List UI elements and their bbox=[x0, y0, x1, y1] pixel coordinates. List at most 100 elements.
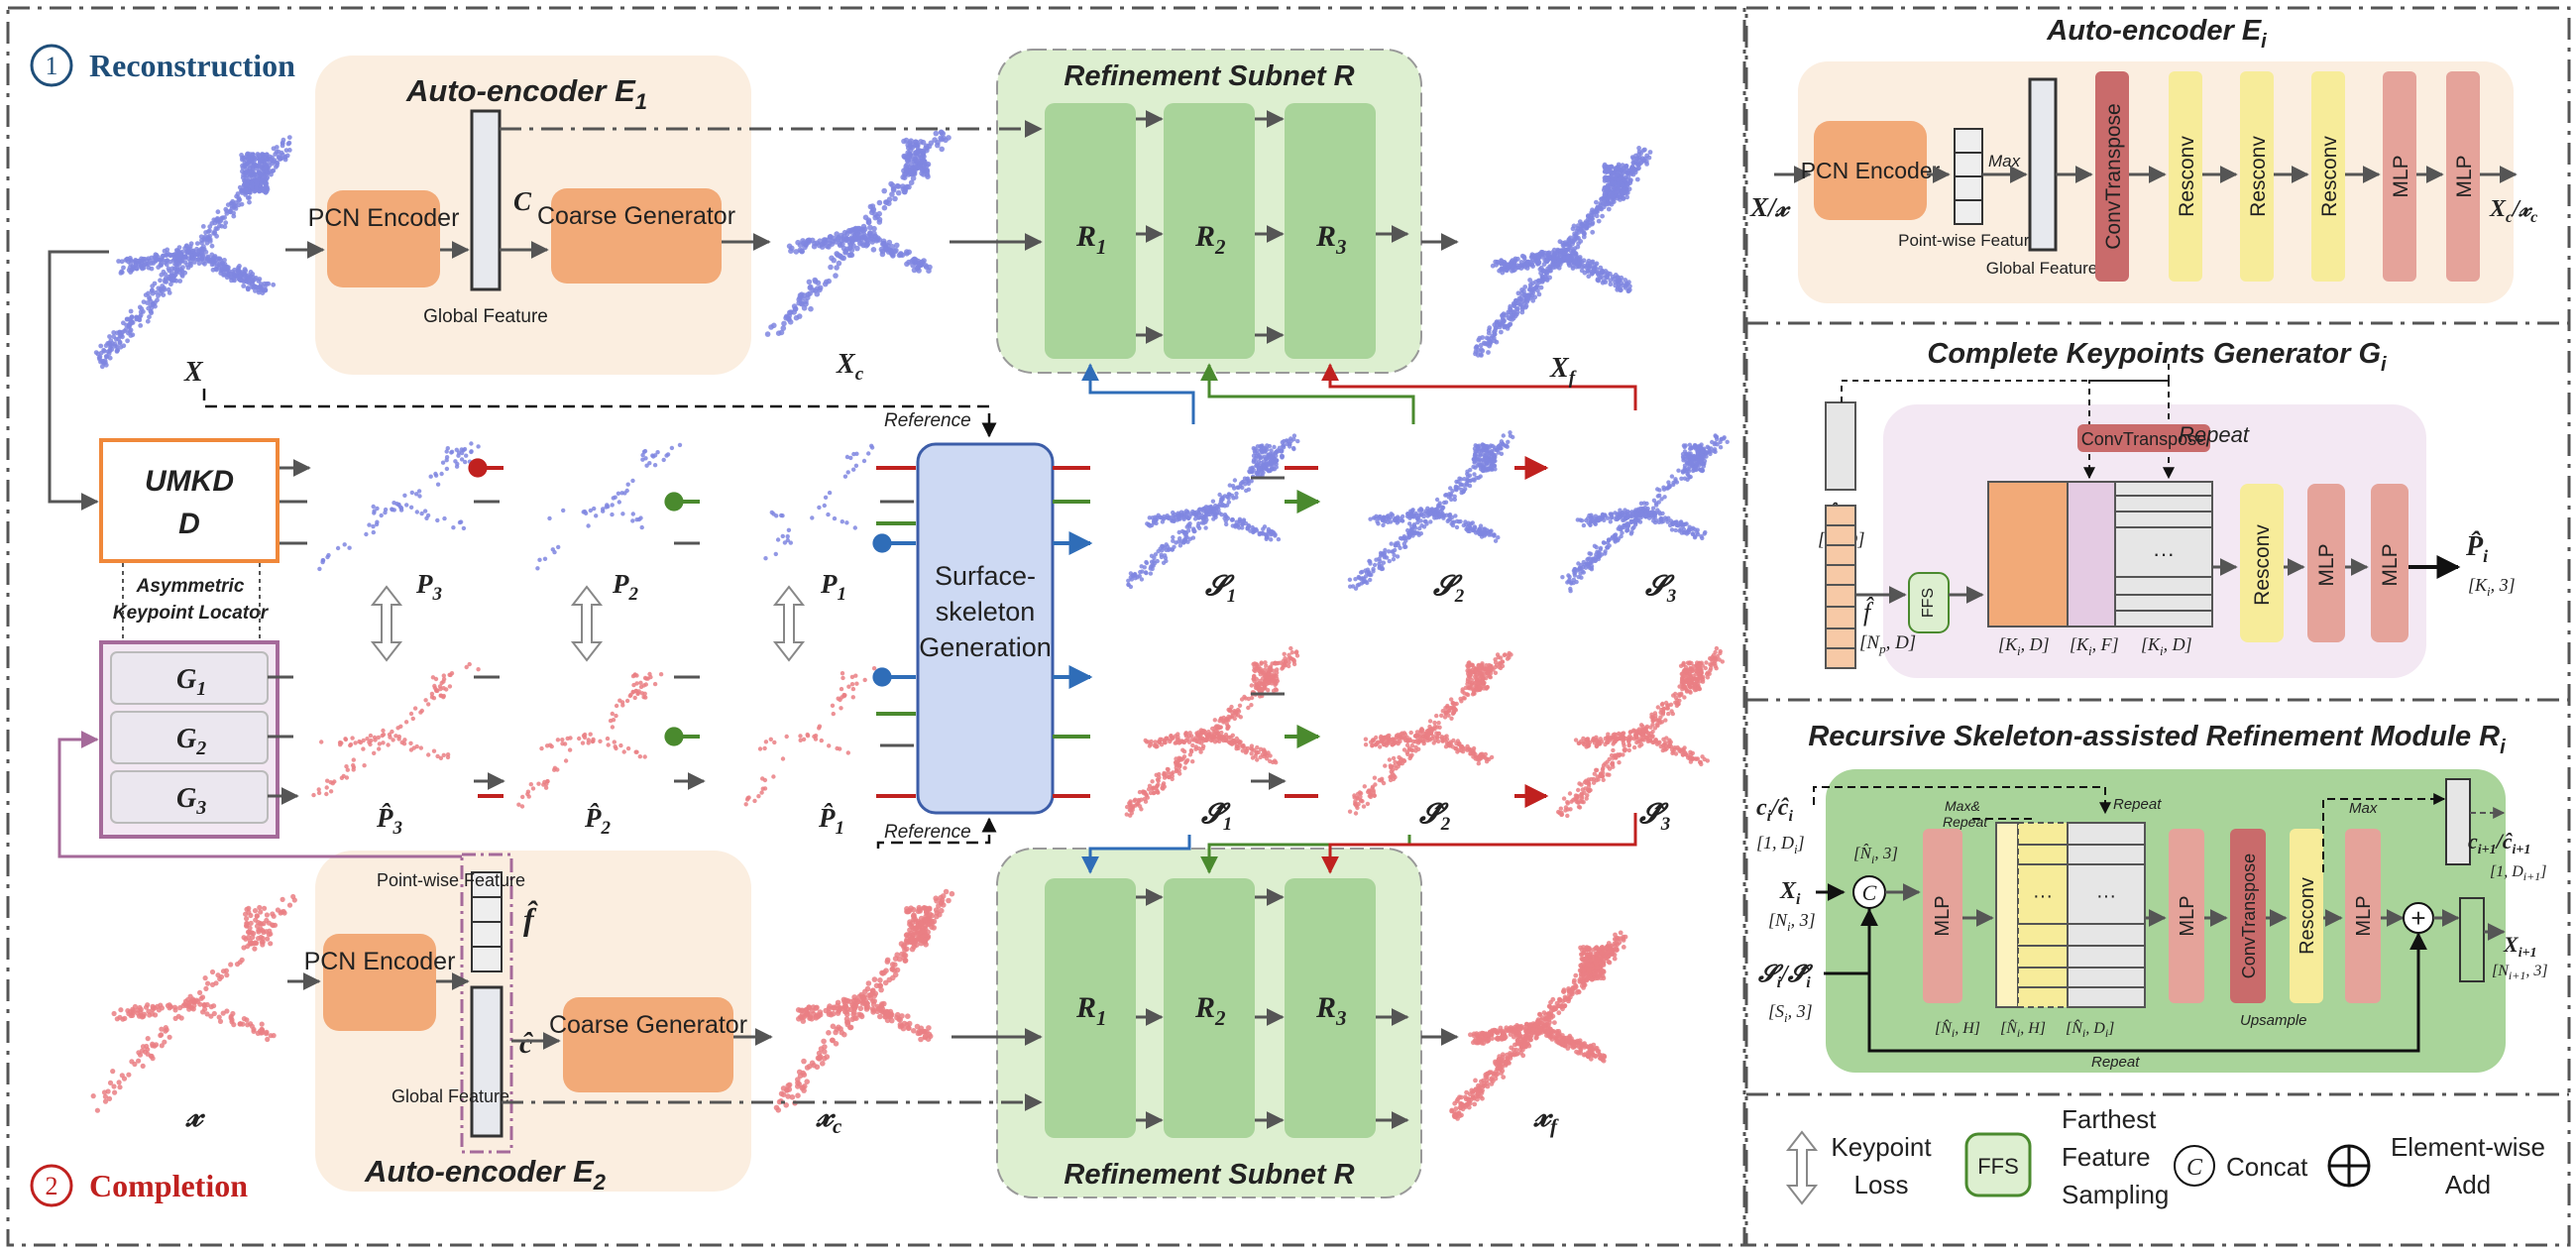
legend-keypoint-loss-2: Loss bbox=[1854, 1170, 1909, 1199]
panel-rsr-x-in: Xi bbox=[1779, 878, 1801, 908]
legend-add-2: Add bbox=[2445, 1170, 2491, 1199]
panel-ae-output: Xc/𝓍c bbox=[2489, 196, 2537, 226]
legend-add-1: Element-wise bbox=[2391, 1132, 2545, 1162]
panel-ae-mlp2 bbox=[2446, 71, 2480, 282]
pcn-encoder-bottom-label: PCN Encoder bbox=[304, 948, 456, 975]
r3-bottom-label: R3 bbox=[1315, 991, 1347, 1030]
reconstruction-number: 1 bbox=[46, 52, 58, 80]
panel-ae-title: Auto-encoder Ei bbox=[2046, 15, 2267, 53]
legend-ffs-desc-3: Sampling bbox=[2062, 1180, 2169, 1209]
r1-bottom bbox=[1045, 878, 1136, 1138]
panel-rsr-convtranspose-label: ConvTranspose bbox=[2239, 854, 2259, 978]
coarse-generator-bottom bbox=[563, 997, 733, 1092]
umkd-d: D bbox=[178, 508, 200, 540]
cloud-x-script-f bbox=[1449, 930, 1628, 1121]
p1-label: P1 bbox=[820, 569, 846, 605]
legend-ffs-desc-2: Feature bbox=[2062, 1142, 2151, 1172]
ae-top-title: Auto-encoder E1 bbox=[405, 73, 647, 114]
side-panel-frame bbox=[1744, 6, 2571, 1247]
reference-bottom-label: Reference bbox=[884, 822, 971, 843]
s1-label: 𝓢1 bbox=[1204, 571, 1236, 607]
panel-rsr-c-in: ci/ĉi bbox=[1756, 795, 1793, 825]
point-wise-feature-bottom-label: Point-wise Feature bbox=[377, 870, 525, 890]
panel-rsr-s-in: 𝓢i/𝓢̂i bbox=[1757, 962, 1814, 991]
legend-ffs-desc-1: Farthest bbox=[2062, 1104, 2157, 1134]
panel-ae-mlp2-label: MLP bbox=[2453, 155, 2476, 197]
coarse-generator-top-label: Coarse Generator bbox=[537, 202, 735, 230]
x-label: X bbox=[183, 357, 204, 388]
panel-ckg-f-stack bbox=[1825, 505, 1856, 669]
panel-rsr-resconv-label: Resconv bbox=[2296, 877, 2318, 955]
reconstruction-label: Reconstruction bbox=[89, 48, 295, 83]
x-script-c-label: 𝓍c bbox=[816, 1097, 842, 1138]
coarse-generator-bottom-label: Coarse Generator bbox=[549, 1011, 747, 1039]
panel-ae-max-label: Max bbox=[1988, 152, 2021, 171]
r2-bottom-label: R2 bbox=[1194, 991, 1226, 1030]
s1-hat-label: 𝓢̂1 bbox=[1200, 799, 1232, 835]
surface-skeleton-line1: Surface- bbox=[935, 561, 1036, 591]
panel-rsr-x-out: Xi+1 bbox=[2503, 932, 2537, 961]
p1-hat-label: P̂1 bbox=[818, 802, 844, 839]
panel-rsr-x-out-dim: [Ni+1, 3] bbox=[2492, 963, 2548, 982]
panel-ae-pcn bbox=[1814, 121, 1927, 220]
panel-ckg-mlp1-label: MLP bbox=[2315, 543, 2338, 586]
panel-rsr-ellipsis-2: ··· bbox=[2096, 885, 2116, 907]
legend-ffs-label: FFS bbox=[1977, 1154, 2019, 1179]
cloud-x bbox=[93, 135, 292, 370]
panel-ae-convtranspose bbox=[2095, 71, 2129, 282]
panel-ckg-out-dim: [Ki, 3] bbox=[2468, 575, 2516, 599]
cloud-p2 bbox=[535, 442, 683, 571]
r2-top-label: R2 bbox=[1194, 220, 1226, 259]
panel-ckg-mlp2-label: MLP bbox=[2379, 543, 2402, 586]
g1-label: G1 bbox=[176, 664, 206, 700]
asymmetric-label: Asymmetric bbox=[136, 576, 245, 597]
panel-rsr-mlp3 bbox=[2345, 829, 2381, 1003]
panel-ckg-mlp1 bbox=[2307, 484, 2345, 642]
panel-rsr-upsample: Upsample bbox=[2240, 1012, 2307, 1029]
coarse-generator-top bbox=[551, 188, 722, 284]
s2-label: 𝓢2 bbox=[1432, 571, 1465, 607]
completion-badge bbox=[30, 1164, 73, 1207]
keypoint-loss-arrows bbox=[370, 585, 806, 662]
c-hat-symbol: ĉ bbox=[519, 1027, 533, 1060]
panel-ae-global bbox=[2028, 77, 2058, 252]
x-f-label: Xf bbox=[1549, 353, 1577, 389]
p3-label: P3 bbox=[415, 569, 442, 605]
panel-rsr-mlp1 bbox=[1923, 829, 1962, 1003]
panel-rsr-mlp3-label: MLP bbox=[2353, 895, 2375, 936]
panel-ckg-repeat: Repeat bbox=[2179, 422, 2250, 447]
global-feature-bottom-label: Global Feature bbox=[392, 1086, 509, 1106]
legend-keypoint-loss-icon bbox=[1785, 1130, 1819, 1205]
panel-ckg-convtranspose bbox=[2077, 424, 2210, 452]
refine-bottom-title: Refinement Subnet R bbox=[1064, 1159, 1354, 1191]
reconstruction-badge bbox=[30, 44, 73, 87]
r1-top-label: R1 bbox=[1075, 220, 1107, 259]
panel-rsr-concat-label: C bbox=[1862, 880, 1877, 905]
panel-rsr-max: Max bbox=[2349, 800, 2378, 817]
panel-rsr-max-repeat-1: Max& bbox=[1945, 798, 1980, 814]
r1-bottom-label: R1 bbox=[1075, 991, 1107, 1030]
panel-ckg-f-hat: f̂ bbox=[1863, 598, 1874, 626]
panel-rsr-repeat-bottom: Repeat bbox=[2091, 1054, 2140, 1071]
p2-hat-label: P̂2 bbox=[584, 802, 612, 839]
legend-concat-icon bbox=[2174, 1145, 2215, 1187]
umkd-box bbox=[99, 438, 280, 563]
panel-ckg-dim2: [Ki, F] bbox=[2070, 634, 2119, 658]
umkd-label: UMKD bbox=[145, 465, 234, 498]
panel-ae-global-label: Global Feature bbox=[1986, 259, 2097, 278]
r1-top bbox=[1045, 103, 1136, 359]
panel-ckg-mlp2 bbox=[2371, 484, 2408, 642]
panel-rsr-dim-a: [N̂i, H] bbox=[1935, 1018, 1980, 1040]
surface-skeleton-box bbox=[916, 442, 1055, 815]
panel-ae-mlp1-label: MLP bbox=[2390, 155, 2412, 197]
panel-ae-pointwise-label: Point-wise Feature bbox=[1898, 231, 2039, 250]
cloud-p3 bbox=[317, 441, 481, 572]
panel-ckg-ellipsis: ··· bbox=[2153, 541, 2175, 566]
panel-rsr-x-out-bar bbox=[2459, 897, 2485, 982]
surface-skeleton-line2: skeleton bbox=[936, 597, 1036, 626]
s3-label: 𝓢3 bbox=[1644, 571, 1676, 607]
ae-top-box bbox=[315, 56, 751, 375]
panel-rsr-ellipsis-1: ··· bbox=[2033, 885, 2053, 907]
panel-ckg-c-bar bbox=[1825, 401, 1856, 491]
